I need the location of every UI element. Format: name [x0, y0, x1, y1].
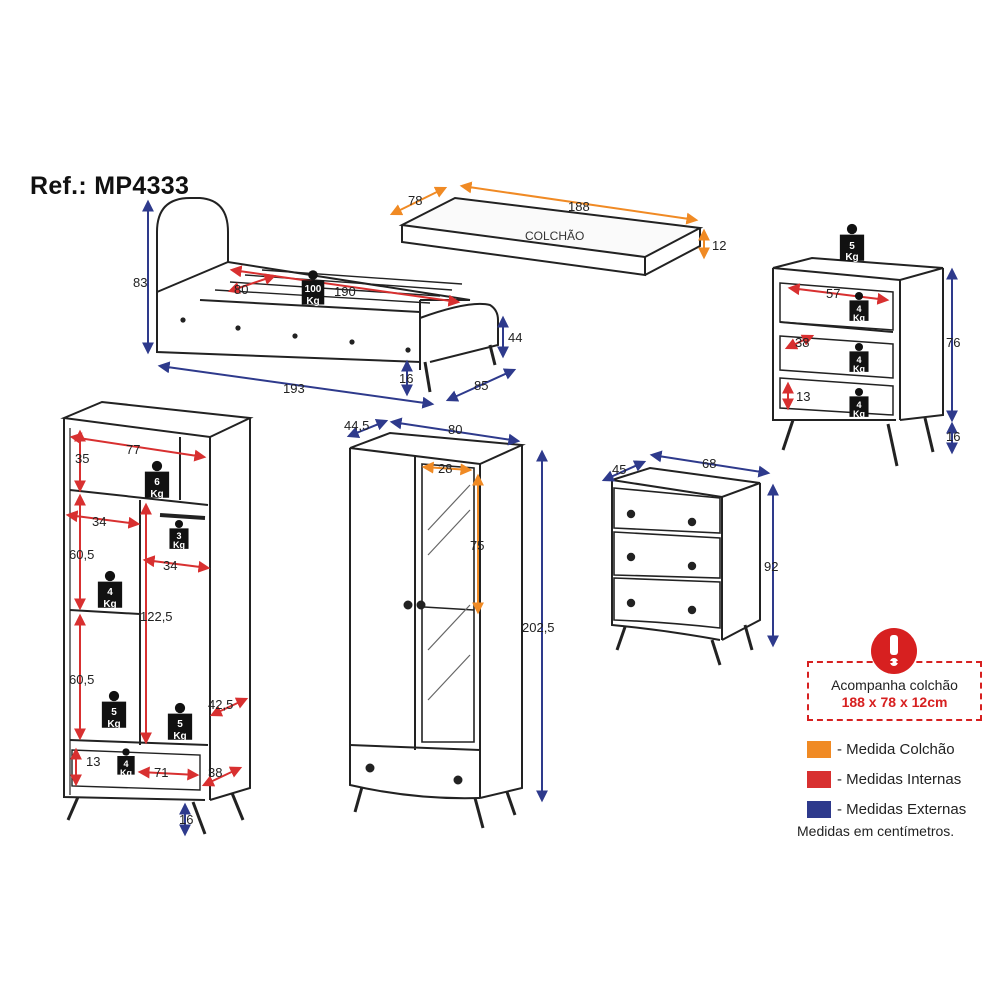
wardrobe-rod-unit: Kg: [173, 540, 185, 550]
wardrobe-external-height: 202,5: [522, 620, 555, 635]
wardrobe-drawer-depth: 38: [208, 765, 222, 780]
wardrobe-shelf-load: 4: [107, 587, 113, 598]
wardrobe-drawer-load: 4: [123, 759, 128, 769]
shelf-unit-drawer-height: 13: [796, 389, 810, 404]
wardrobe-leg-height: 16: [179, 812, 193, 827]
notice-line1: Acompanha colchão: [831, 677, 958, 693]
wardrobe-shelf1-height: 60,5: [69, 547, 94, 562]
mirror-height: 75: [470, 538, 484, 553]
mattress-label: COLCHÃO: [525, 229, 584, 243]
drawer1-load: 4: [856, 304, 861, 314]
bed-length: 193: [283, 381, 305, 396]
mattress-height: 12: [712, 238, 726, 253]
wardrobe-rod-load: 3: [176, 531, 181, 541]
wardrobe-shelf-unit: Kg: [103, 599, 116, 610]
wardrobe-drawer-width: 71: [154, 765, 168, 780]
shelf-unit-leg-height: 16: [946, 429, 960, 444]
shelf-unit-drawer-depth: 38: [795, 335, 809, 350]
wardrobe-inner-depth: 42,5: [208, 697, 233, 712]
legend-item-mattress: - Medida Colchão: [807, 737, 966, 761]
notice-line2: 188 x 78 x 12cm: [841, 694, 948, 710]
drawer2-load: 4: [856, 355, 861, 365]
units-footnote: Medidas em centímetros.: [797, 823, 955, 839]
drawer3-load: 4: [856, 400, 861, 410]
legend-swatch: [807, 800, 831, 818]
wardrobe-bottom-left-load: 5: [111, 707, 117, 718]
wardrobe-right-width: 34: [163, 558, 177, 573]
bed-inner-width: 80: [234, 282, 248, 297]
wardrobe-shelf2-height: 60,5: [69, 672, 94, 687]
legend-swatch: [807, 740, 831, 758]
wardrobe-inner-top-width: 77: [126, 442, 140, 457]
mirror-width: 28: [438, 461, 452, 476]
mattress-length: 188: [568, 199, 590, 214]
legend-label: - Medidas Externas: [837, 800, 967, 818]
bed-load-unit: Kg: [306, 296, 319, 307]
bed-leg-height: 16: [399, 371, 413, 386]
legend: - Medida Colchão - Medidas Internas - Me…: [807, 737, 966, 827]
wardrobe-top-height: 35: [75, 451, 89, 466]
wardrobe-external-depth: 44,5: [344, 418, 369, 433]
bed-depth: 85: [474, 378, 488, 393]
bed-inner-length: 190: [334, 284, 356, 299]
legend-label: - Medida Colchão: [837, 740, 955, 758]
wardrobe-bottom-right-load: 5: [177, 719, 183, 730]
wardrobe-drawer-height: 13: [86, 754, 100, 769]
drawer2-unit: Kg: [853, 364, 865, 374]
legend-swatch: [807, 770, 831, 788]
wardrobe-top-unit: Kg: [150, 489, 163, 500]
mattress-notice: Acompanha colchão 188 x 78 x 12cm: [807, 661, 982, 721]
dresser-height: 92: [764, 559, 778, 574]
wardrobe-external-width: 80: [448, 422, 462, 437]
legend-item-internal: - Medidas Internas: [807, 767, 966, 791]
shelf-unit-inner-width: 57: [826, 286, 840, 301]
drawer1-unit: Kg: [853, 313, 865, 323]
dresser-depth: 45: [612, 462, 626, 477]
mattress-depth: 78: [408, 193, 422, 208]
wardrobe-hanging-height: 122,5: [140, 609, 173, 624]
wardrobe-external-drawing: [349, 431, 526, 829]
bed-height: 83: [133, 275, 147, 290]
reference-code: Ref.: MP4333: [30, 172, 190, 200]
shelf-unit-top-load: 5: [849, 241, 855, 252]
wardrobe-bottom-right-unit: Kg: [173, 731, 186, 742]
shelf-unit-drawing: [772, 256, 944, 467]
bed-load: 100: [305, 284, 322, 295]
wardrobe-left-width: 34: [92, 514, 106, 529]
shelf-unit-top-unit: Kg: [845, 252, 858, 263]
wardrobe-top-load: 6: [154, 477, 160, 488]
bed-side-height: 44: [508, 330, 522, 345]
legend-label: - Medidas Internas: [837, 770, 962, 788]
wardrobe-drawer-unit: Kg: [120, 768, 132, 778]
wardrobe-bottom-left-unit: Kg: [107, 719, 120, 730]
dresser-width: 68: [702, 456, 716, 471]
legend-item-external: - Medidas Externas: [807, 797, 966, 821]
shelf-unit-height: 76: [946, 335, 960, 350]
drawer3-unit: Kg: [853, 409, 865, 419]
dresser-drawing: [611, 466, 761, 666]
